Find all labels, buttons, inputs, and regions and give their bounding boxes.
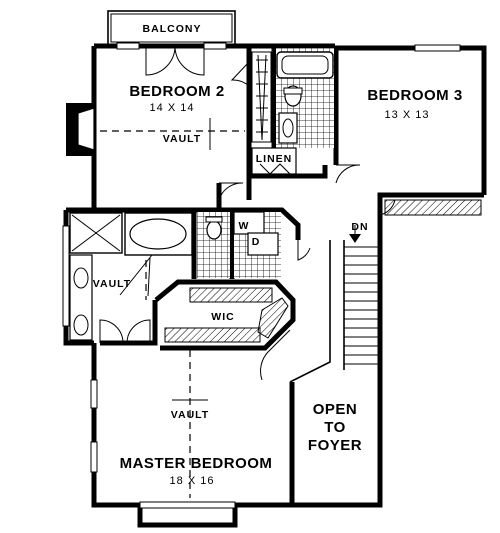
master-bedroom-label: MASTER BEDROOM: [120, 455, 273, 472]
bedroom2-size: 14 X 14: [150, 102, 195, 114]
stair-arrow-icon: [349, 234, 361, 243]
stairs: [343, 225, 378, 370]
upper-bath: [251, 48, 334, 175]
windows: [62, 42, 461, 509]
bedroom3-size: 13 X 13: [385, 109, 430, 121]
vault-lines: [100, 118, 245, 498]
bath-vault-label: VAULT: [93, 278, 131, 290]
bedroom2-vault: VAULT: [163, 133, 201, 145]
wic-label: WIC: [211, 311, 234, 323]
fireplace: [66, 103, 95, 156]
master-bath: [69, 212, 230, 341]
washer-label: W: [239, 220, 250, 232]
open-to-foyer-line2: TO: [324, 419, 346, 436]
open-to-foyer-line3: FOYER: [308, 437, 362, 454]
stairs-label: DN: [351, 221, 368, 233]
master-vault-label: VAULT: [171, 409, 209, 421]
balcony-label: BALCONY: [143, 23, 202, 35]
linen-label: LINEN: [256, 153, 293, 165]
laundry: [233, 211, 281, 278]
open-to-foyer-line1: OPEN: [313, 401, 358, 418]
dryer-label: D: [252, 236, 261, 248]
bedroom3-label: BEDROOM 3: [367, 87, 462, 104]
closets: [164, 51, 482, 343]
bedroom2-label: BEDROOM 2: [129, 83, 224, 100]
master-bedroom-size: 18 X 16: [170, 475, 215, 487]
walls: [63, 43, 487, 528]
